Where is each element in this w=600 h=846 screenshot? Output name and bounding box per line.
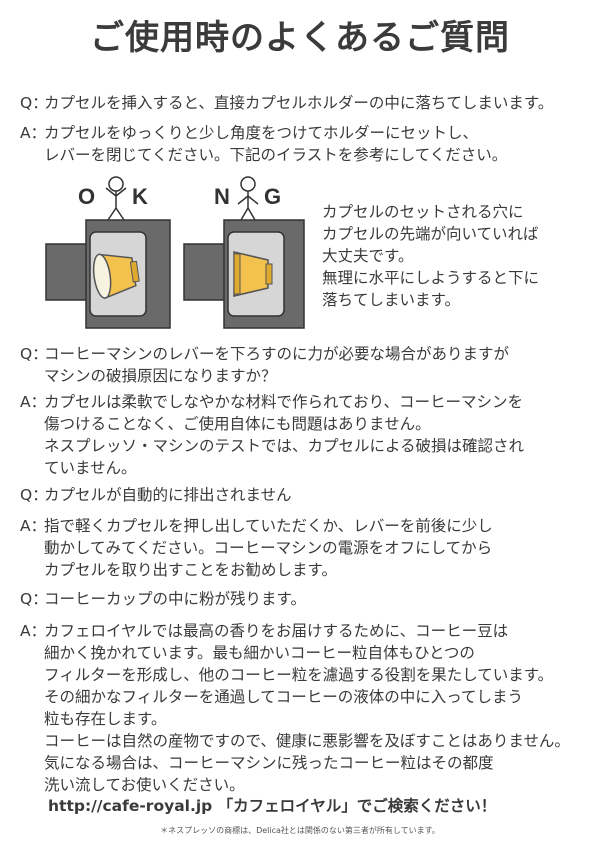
ok-figure-icon: [105, 176, 127, 221]
answer-text: 洗い流してお使いください。: [44, 776, 245, 794]
note-line: カプセルの先端が向いていれば: [322, 225, 539, 243]
answer-text: フィルターを形成し、他のコーヒー粒を濾過する役割を果たしています。: [44, 666, 554, 684]
question-text: コーヒーマシンのレバーを下ろすのに力が必要な場合がありますが: [44, 345, 510, 363]
answer-text: ていません。: [44, 459, 137, 477]
answer-3: A： 指で軽くカプセルを押し出していただくか、レバーを前後に少し 動かしてみてく…: [20, 515, 590, 581]
trademark-footnote: ＊ネスプレッソの商標は、Delica社とは関係のない第三者が所有しています。: [160, 826, 440, 835]
page-title: ご使用時のよくあるご質問: [90, 18, 510, 58]
answer-text: 傷つけることなく、ご使用自体にも問題はありません。: [44, 415, 431, 433]
answer-text: 指で軽くカプセルを押し出していただくか、レバーを前後に少し: [44, 517, 493, 535]
question-text: カプセルが自動的に排出されません: [44, 486, 292, 504]
answer-1: A： カプセルをゆっくりと少し角度をつけてホルダーにセットし、 レバーを閉じてく…: [20, 122, 590, 166]
note-line: 無理に水平にしようすると下に: [322, 269, 540, 287]
ng-letter-g: G: [264, 184, 281, 209]
question-1: Q： カプセルを挿入すると、直接カプセルホルダーの中に落ちてしまいます。: [20, 92, 590, 114]
a-mark: A：: [20, 124, 47, 142]
ng-letter-n: N: [214, 184, 230, 209]
answer-text: カフェロイヤルでは最高の香りをお届けするために、コーヒー豆は: [44, 622, 509, 640]
q-mark: Q：: [20, 345, 48, 363]
q-mark: Q：: [20, 590, 48, 608]
question-3: Q： カプセルが自動的に排出されません: [20, 484, 590, 506]
ng-figure-icon: [237, 176, 259, 221]
note-line: 落ちてしまいます。: [322, 291, 460, 309]
capsule-illustration: O K N G: [38, 174, 308, 332]
note-line: カプセルのセットされる穴に: [322, 203, 524, 221]
answer-text: その細かなフィルターを通過してコーヒーの液体の中に入ってしまう: [44, 688, 523, 706]
ok-letter-k: K: [132, 184, 148, 209]
answer-text: 気になる場合は、コーヒーマシンに残ったコーヒー粒はその都度: [44, 754, 494, 772]
illustration-note: カプセルのセットされる穴に カプセルの先端が向いていれば 大丈夫です。 無理に水…: [322, 201, 592, 311]
question-text: コーヒーカップの中に粉が残ります。: [44, 590, 306, 608]
answer-text: ネスプレッソ・マシンのテストでは、カプセルによる破損は確認され: [44, 437, 525, 455]
question-4: Q： コーヒーカップの中に粉が残ります。: [20, 588, 590, 610]
answer-text: カプセルを取り出すことをお勧めします。: [44, 561, 337, 579]
question-text: マシンの破損原因になりますか？: [44, 367, 277, 385]
a-mark: A：: [20, 393, 47, 411]
q-mark: Q：: [20, 486, 48, 504]
answer-2: A： カプセルは柔軟でしなやかな材料で作られており、コーヒーマシンを 傷つけるこ…: [20, 391, 590, 479]
website-search-prompt: http://cafe-royal.jp 「カフェロイヤル」でご検索ください！: [48, 797, 497, 815]
a-mark: A：: [20, 622, 47, 640]
answer-text: カプセルは柔軟でしなやかな材料で作られており、コーヒーマシンを: [44, 393, 523, 411]
answer-text: 細かく挽かれています。最も細かいコーヒー粒自体もひとつの: [44, 644, 475, 662]
answer-text: 動かしてみてください。コーヒーマシンの電源をオフにしてから: [44, 539, 493, 557]
ok-machine-drawing: [45, 219, 171, 329]
a-mark: A：: [20, 517, 47, 535]
answer-text: レバーを閉じてください。下記のイラストを参考にしてください。: [44, 146, 508, 164]
note-line: 大丈夫です。: [322, 247, 414, 265]
answer-text: コーヒーは自然の産物ですので、健康に悪影響を及ぼすことはありません。: [44, 732, 570, 750]
question-text: カプセルを挿入すると、直接カプセルホルダーの中に落ちてしまいます。: [44, 94, 554, 112]
answer-4: A： カフェロイヤルでは最高の香りをお届けするために、コーヒー豆は 細かく挽かれ…: [20, 620, 590, 796]
answer-text: カプセルをゆっくりと少し角度をつけてホルダーにセットし、: [44, 124, 479, 142]
ng-machine-drawing: [183, 219, 305, 329]
answer-text: 粒も存在します。: [44, 710, 167, 728]
question-2: Q： コーヒーマシンのレバーを下ろすのに力が必要な場合がありますが マシンの破損…: [20, 343, 590, 387]
q-mark: Q：: [20, 94, 48, 112]
ok-letter-o: O: [78, 184, 95, 209]
capsule-diagram: O K N G: [45, 176, 305, 329]
